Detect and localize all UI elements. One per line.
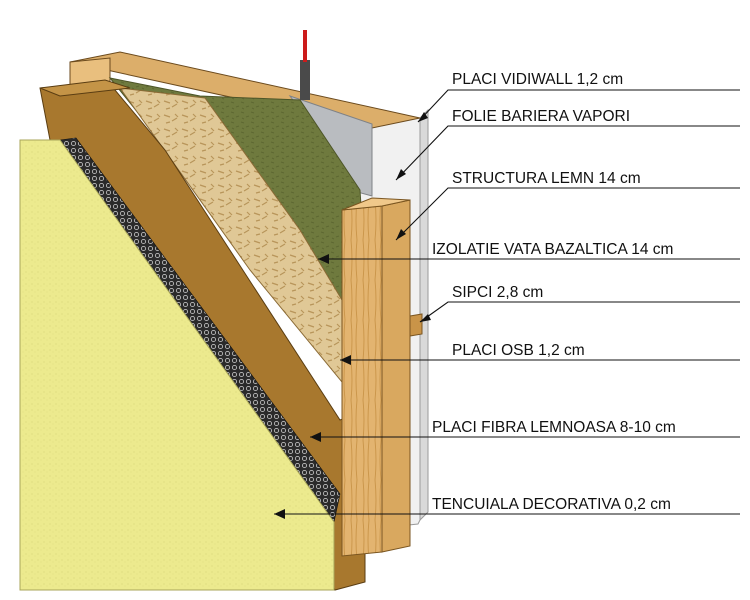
- label-placi-vidiwall: PLACI VIDIWALL 1,2 cm: [452, 71, 623, 88]
- label-structura-lemn: STRUCTURA LEMN 14 cm: [452, 170, 641, 187]
- label-izolatie-vata-bazaltica: IZOLATIE VATA BAZALTICA 14 cm: [432, 241, 673, 258]
- label-placi-osb: PLACI OSB 1,2 cm: [452, 342, 585, 359]
- timber-stud-top: [341, 197, 411, 211]
- label-sipci: SIPCI 2,8 cm: [452, 284, 543, 301]
- leader-sipci: [419, 301, 740, 323]
- arrow-vapor: [396, 169, 406, 180]
- leader-lines: [274, 89, 740, 515]
- arrow-vata: [318, 254, 329, 264]
- leader-vapor: [395, 125, 740, 181]
- arrow-fibra: [310, 432, 321, 442]
- label-tencuiala-decorativa: TENCUIALA DECORATIVA 0,2 cm: [432, 496, 671, 513]
- leader-structura: [395, 187, 740, 241]
- timber-stud-side: [381, 199, 411, 553]
- leader-vidiwall: [417, 89, 740, 123]
- arrow-tencuiala: [274, 509, 285, 519]
- batten: [409, 313, 423, 337]
- cable-conduit: [300, 60, 310, 100]
- arrow-vidiwall: [418, 112, 428, 122]
- drywall-edge: [419, 108, 429, 522]
- leader-arrows: [274, 112, 431, 519]
- label-placi-fibra-lemnoasa: PLACI FIBRA LEMNOASA 8-10 cm: [432, 419, 676, 436]
- arrow-structura: [396, 229, 406, 240]
- wood-fibre-top: [39, 79, 131, 97]
- cable-wire: [303, 30, 307, 62]
- decorative-render: [19, 139, 335, 591]
- arrow-osb: [340, 355, 351, 365]
- label-folie-bariera-vapori: FOLIE BARIERA VAPORI: [452, 108, 630, 125]
- arrow-sipci: [420, 314, 431, 322]
